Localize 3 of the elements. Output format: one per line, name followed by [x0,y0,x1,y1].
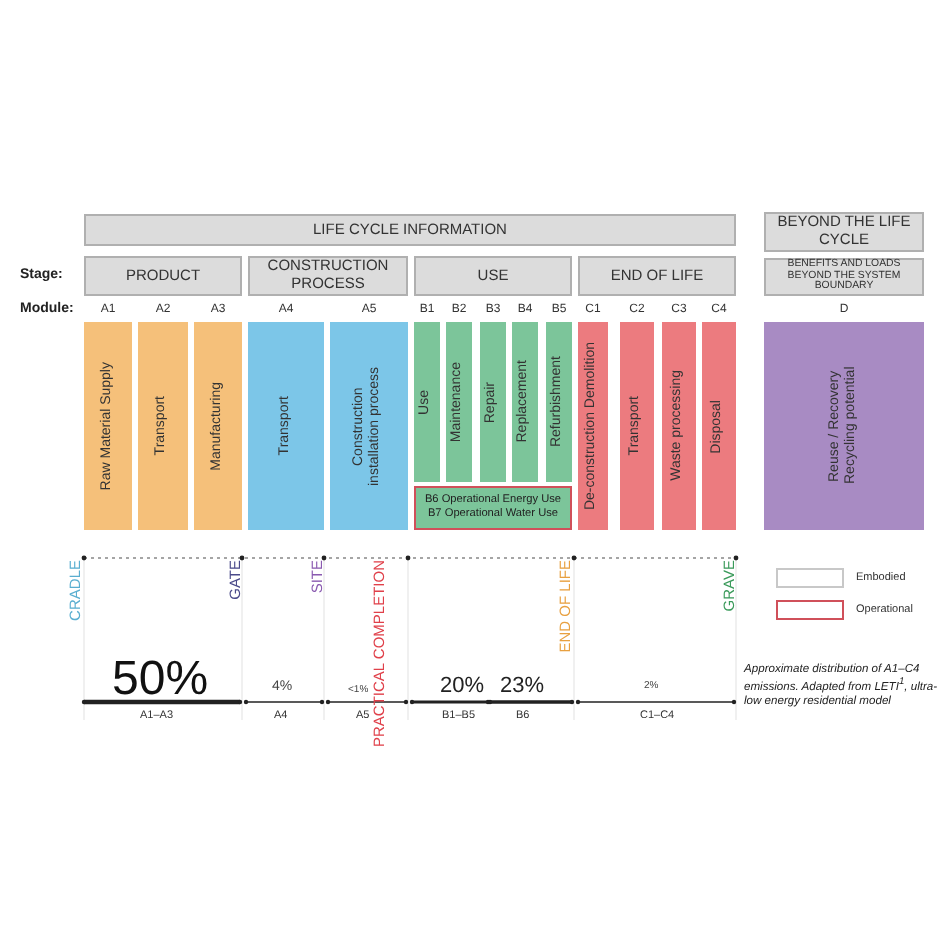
percentage-value: 23% [500,674,545,698]
percentage-value: 20% [440,674,485,698]
percentage-value: 50% [112,652,209,708]
